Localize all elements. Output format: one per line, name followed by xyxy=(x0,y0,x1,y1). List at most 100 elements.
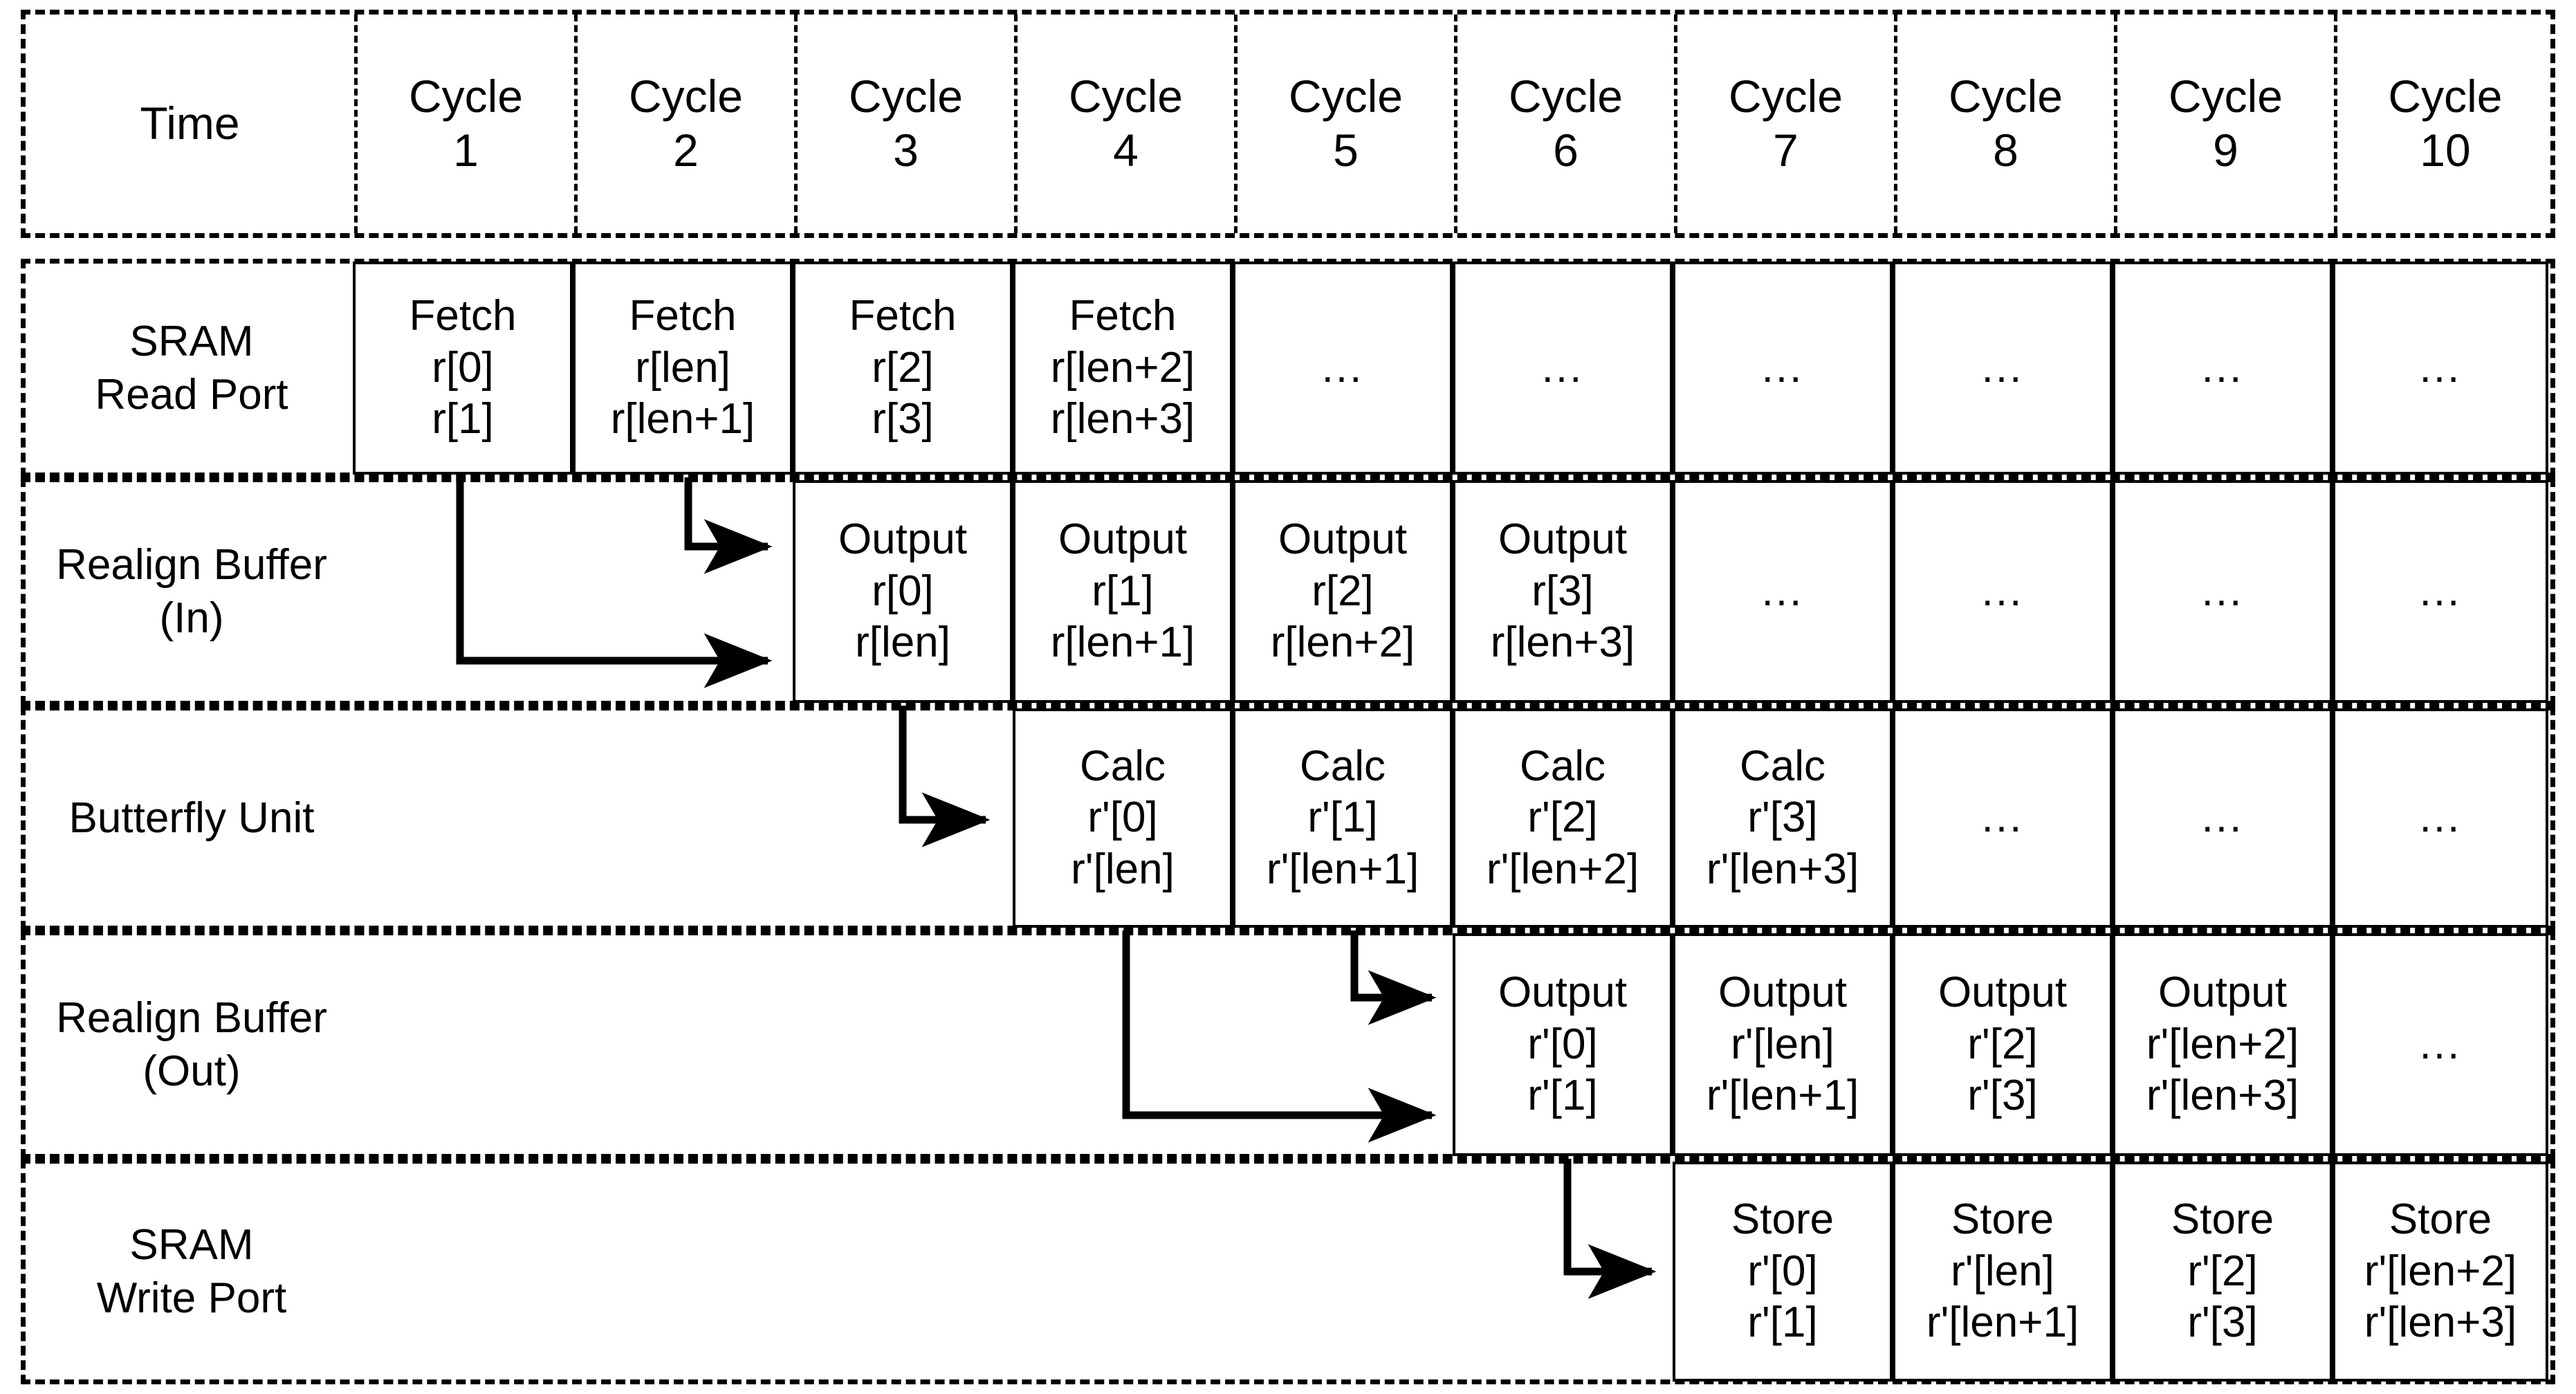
cell-line-1: Output xyxy=(838,515,968,564)
row-label-line2: Write Port xyxy=(96,1274,287,1322)
row-label-line1: Realign Buffer xyxy=(56,993,327,1042)
cell-line-3: r'[1] xyxy=(1527,1072,1598,1120)
row-label-line2: (Out) xyxy=(142,1047,241,1095)
cell-sram-read-port-cycle-5: ... xyxy=(1233,262,1453,475)
cell-line-2: r[1] xyxy=(1092,567,1154,615)
header-cell-cycle-8: Cycle 8 xyxy=(1897,15,2117,233)
cycle-word: Cycle xyxy=(2388,71,2503,122)
cell-butterfly-unit-cycle-10: ... xyxy=(2333,708,2548,928)
cycle-number: 9 xyxy=(2213,125,2238,176)
cell-line-1: Output xyxy=(1498,969,1628,1017)
cycle-number: 5 xyxy=(1333,125,1359,176)
header-time-label: Time xyxy=(140,98,240,149)
row-label-realign-buffer-in: Realign Buffer (In) xyxy=(26,482,358,701)
cell-line-1: ... xyxy=(2201,343,2244,392)
cell-line-2: r'[2] xyxy=(1527,794,1598,842)
cell-line-1: Output xyxy=(1498,515,1628,564)
cell-line-2: r'[0] xyxy=(1087,794,1158,842)
pipeline-row-sram-write-port: SRAM Write Port xyxy=(21,1159,2555,1384)
cell-line-1: ... xyxy=(2419,1020,2462,1068)
cell-line-3: r[len+3] xyxy=(1050,395,1195,443)
cell-line-3: r'[1] xyxy=(1747,1299,1818,1347)
cell-line-1: Fetch xyxy=(1069,292,1177,340)
cell-realign-buffer-in-cycle-10: ... xyxy=(2333,480,2548,703)
cell-line-2: r[2] xyxy=(1312,567,1374,615)
cycle-number: 8 xyxy=(1993,125,2018,176)
cell-line-2: r'[2] xyxy=(1967,1020,2038,1068)
cell-line-1: Output xyxy=(2158,969,2288,1017)
cell-line-3: r'[3] xyxy=(2187,1299,2258,1347)
cell-sram-read-port-cycle-8: ... xyxy=(1893,262,2113,475)
cell-line-1: ... xyxy=(2201,567,2244,615)
cell-line-1: ... xyxy=(2419,794,2462,842)
cycle-number: 1 xyxy=(453,125,479,176)
cycle-word: Cycle xyxy=(408,71,524,122)
cell-butterfly-unit-cycle-8: ... xyxy=(1893,708,2113,928)
cell-line-2: r[len+2] xyxy=(1050,343,1195,392)
cell-line-1: Store xyxy=(2171,1195,2274,1244)
cell-line-1: Output xyxy=(1718,969,1848,1017)
timeline-header-row: Time Cycle 1 Cycle 2 Cycle 3 Cycle 4 Cyc… xyxy=(21,10,2555,238)
header-cell-cycle-3: Cycle 3 xyxy=(798,15,1018,233)
cell-line-1: ... xyxy=(2419,343,2462,392)
cycle-word: Cycle xyxy=(628,71,744,122)
cell-line-1: Output xyxy=(1278,515,1408,564)
cell-line-3: r[len+1] xyxy=(610,395,755,443)
cell-line-3: r[len+2] xyxy=(1270,618,1415,667)
cell-line-3: r[1] xyxy=(432,395,494,443)
row-label-line2: Read Port xyxy=(95,371,288,419)
cell-line-2: r'[len+2] xyxy=(2364,1247,2517,1295)
cell-line-1: ... xyxy=(1541,343,1584,392)
cell-line-3: r'[len+3] xyxy=(2364,1299,2517,1347)
cell-line-2: r[2] xyxy=(872,343,934,392)
header-cell-cycle-6: Cycle 6 xyxy=(1457,15,1677,233)
cycle-number: 2 xyxy=(673,125,699,176)
cell-line-2: r[3] xyxy=(1531,567,1594,615)
cell-realign-buffer-in-cycle-9: ... xyxy=(2113,480,2333,703)
cell-line-3: r'[len+3] xyxy=(1706,845,1859,893)
cell-realign-buffer-out-cycle-10: ... xyxy=(2333,933,2548,1156)
cell-line-2: r'[0] xyxy=(1527,1020,1598,1068)
header-cell-cycle-10: Cycle 10 xyxy=(2337,15,2553,233)
cell-line-1: ... xyxy=(1321,343,1364,392)
cell-line-3: r'[len] xyxy=(1071,845,1175,893)
cell-line-1: Fetch xyxy=(409,292,517,340)
cycle-word: Cycle xyxy=(1068,71,1184,122)
cell-line-1: Calc xyxy=(1079,742,1166,790)
cell-line-1: Fetch xyxy=(849,292,957,340)
row-label-realign-buffer-out: Realign Buffer (Out) xyxy=(26,935,358,1154)
header-cell-cycle-4: Cycle 4 xyxy=(1018,15,1238,233)
cell-sram-read-port-cycle-10: ... xyxy=(2333,262,2548,475)
cell-line-3: r'[len+1] xyxy=(1926,1299,2079,1347)
cell-line-2: r[0] xyxy=(872,567,934,615)
cell-line-3: r'[len+3] xyxy=(2146,1072,2299,1120)
cell-realign-buffer-in-cycle-7: ... xyxy=(1673,480,1893,703)
cycle-number: 3 xyxy=(893,125,919,176)
row-label-sram-read-port: SRAM Read Port xyxy=(26,264,358,473)
cell-line-1: Store xyxy=(2389,1195,2492,1244)
row-label-sram-write-port: SRAM Write Port xyxy=(26,1164,358,1379)
row-label-line1: Butterfly Unit xyxy=(68,794,315,842)
header-cell-cycle-1: Cycle 1 xyxy=(358,15,578,233)
cycle-number: 4 xyxy=(1113,125,1139,176)
row-label-line1: SRAM xyxy=(129,1220,254,1269)
cell-line-3: r'[3] xyxy=(1967,1072,2038,1120)
cycle-number: 6 xyxy=(1553,125,1579,176)
pipeline-row-sram-read-port: SRAM Read Port xyxy=(21,259,2555,477)
